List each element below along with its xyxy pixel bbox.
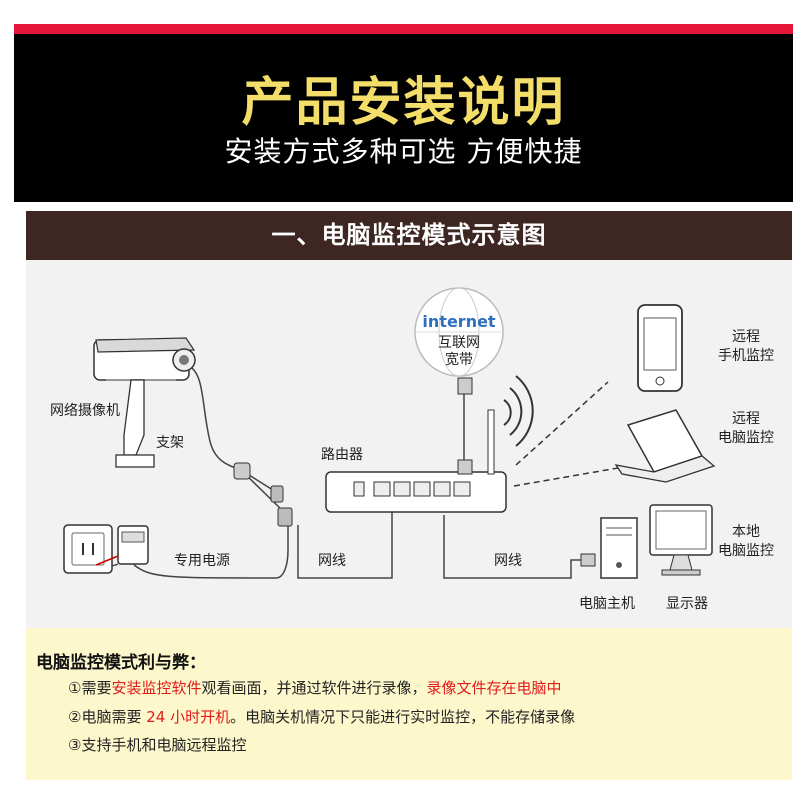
header-banner: 产品安装说明 安装方式多种可选 方便快捷 [14, 34, 793, 202]
pros-line-1: ①需要安装监控软件观看画面，并通过软件进行录像，录像文件存在电脑中 [68, 677, 562, 698]
label-internet-line1: 互联网 [438, 335, 480, 351]
label-cable-2: 网线 [494, 553, 522, 569]
label-camera: 网络摄像机 [50, 403, 120, 419]
label-pc-host: 电脑主机 [579, 596, 635, 612]
lan-cable-2 [443, 515, 581, 579]
power-adapter [95, 525, 149, 566]
label-internet: internet [422, 312, 496, 331]
pros-cons-box: 电脑监控模式利与弊： ①需要安装监控软件观看画面，并通过软件进行录像，录像文件存… [26, 628, 792, 780]
cable-splitter [233, 462, 293, 527]
label-remote-phone-2: 手机监控 [718, 348, 774, 364]
camera-cable [185, 364, 242, 471]
label-internet-line2: 宽带 [445, 352, 473, 368]
internet-globe-icon [414, 287, 504, 475]
pros-line-2: ②电脑需要 24 小时开机。电脑关机情况下只能进行实时监控，不能存储录像 [68, 706, 575, 727]
wifi-waves [503, 375, 534, 447]
pros-cons-title: 电脑监控模式利与弊： [36, 653, 206, 673]
wireless-links [513, 381, 619, 487]
top-accent-bar [14, 24, 793, 34]
laptop-device [614, 409, 716, 483]
monitor-device [649, 504, 713, 576]
pros-line-1-highlight-2: 录像文件存在电脑中 [426, 679, 562, 697]
pros-line-2-a: ②电脑需要 [68, 708, 147, 726]
label-cable-1: 网线 [318, 553, 346, 569]
power-cable [133, 522, 289, 579]
router-device [325, 409, 507, 513]
pros-line-2-c: 。电脑关机情况下只能进行实时监控，不能存储录像 [230, 708, 576, 726]
label-monitor: 显示器 [666, 596, 708, 612]
pros-line-1-c: 观看画面，并通过软件进行录像， [201, 679, 427, 697]
pros-line-1-highlight: 安装监控软件 [111, 679, 202, 697]
label-bracket: 支架 [156, 435, 184, 451]
pc-tower-device [600, 517, 638, 579]
label-local-pc-1: 本地 [732, 524, 760, 540]
section-title: 一、电脑监控模式示意图 [26, 211, 792, 260]
page-subtitle: 安装方式多种可选 方便快捷 [224, 135, 583, 168]
page-title: 产品安装说明 [241, 73, 566, 133]
label-remote-pc-1: 远程 [732, 411, 760, 427]
diagram-drawing [63, 287, 716, 579]
label-remote-phone-1: 远程 [732, 329, 760, 345]
phone-device [637, 304, 683, 392]
network-diagram: 网络摄像机 支架 专用电源 网线 网线 路由器 internet 互联网 宽带 … [26, 260, 792, 628]
pc-lan-plug [580, 553, 596, 567]
pros-line-3: ③支持手机和电脑远程监控 [68, 736, 247, 754]
bracket-device [115, 379, 155, 468]
label-local-pc-2: 电脑监控 [718, 543, 774, 559]
label-router: 路由器 [321, 447, 363, 463]
wall-socket [63, 524, 113, 574]
label-remote-pc-2: 电脑监控 [718, 430, 774, 446]
pros-line-2-highlight: 24 小时开机 [146, 708, 231, 726]
camera-device [93, 337, 196, 381]
pros-line-1-a: ①需要 [68, 679, 112, 697]
label-power: 专用电源 [174, 553, 230, 569]
